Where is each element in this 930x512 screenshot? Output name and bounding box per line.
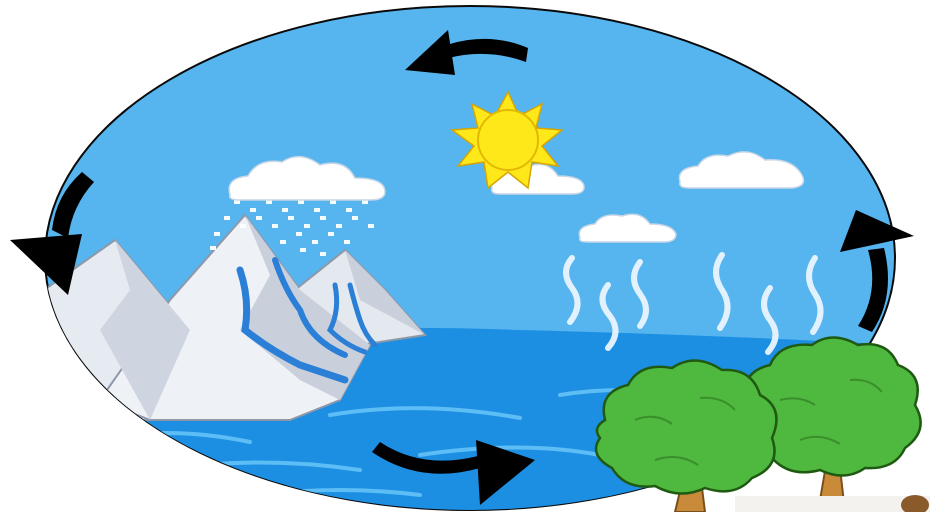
sun-disc bbox=[478, 110, 538, 170]
photo-fragment bbox=[735, 495, 930, 512]
